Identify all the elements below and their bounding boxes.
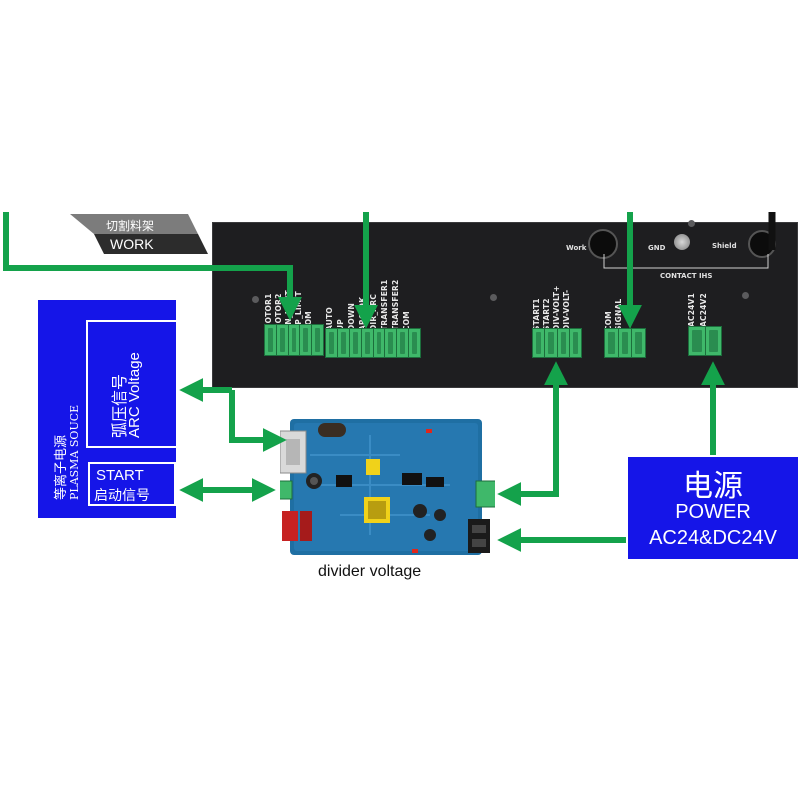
- start-signal-box: START 启动信号: [88, 462, 176, 506]
- pin-label: AC24V1: [687, 293, 696, 327]
- pin-label: DIR_ARC: [369, 293, 378, 331]
- pcb-graphic: [277, 419, 497, 555]
- pin-label: START2: [542, 298, 551, 331]
- terminal-block-motor: [264, 324, 324, 356]
- power-cn: 电源: [683, 470, 743, 503]
- panel-screw: [742, 292, 749, 299]
- contact-ihs-bracket: [603, 254, 769, 269]
- pin-label: TRANSFER1: [380, 279, 389, 331]
- arc-voltage-en: ARC Voltage: [126, 352, 143, 438]
- plasma-source-en: PLASMA SOUCE: [68, 404, 81, 500]
- terminal-block-control: [325, 328, 421, 358]
- pin-label: DIV-VOLT+: [552, 285, 561, 331]
- pin-label: DIV-VOLT-: [562, 289, 571, 331]
- pin-label: ARC_OK: [358, 296, 367, 331]
- work-tag-en: WORK: [110, 236, 154, 252]
- panel-screw: [252, 296, 259, 303]
- contact-ihs-label: CONTACT IHS: [660, 272, 713, 280]
- pin-label: AC24V2: [699, 293, 708, 327]
- pin-label: SIGNAL: [614, 298, 623, 331]
- shield-label: Shield: [712, 242, 737, 250]
- gnd-bolt: [674, 234, 690, 250]
- panel-screw: [490, 294, 497, 301]
- gnd-label: GND: [648, 244, 666, 252]
- work-connector-label: Work: [566, 244, 587, 252]
- pin-label: DOWN: [347, 303, 356, 331]
- panel-screw: [688, 220, 695, 227]
- work-connector: [588, 229, 618, 259]
- plasma-source-box: 等离子电源 PLASMA SOUCE 弧压信号 ARC Voltage STAR…: [38, 300, 178, 518]
- terminal-block-signal: [604, 328, 646, 358]
- terminal-block-power: [688, 326, 722, 356]
- work-tag-cn: 切割料架: [106, 219, 155, 233]
- power-en: POWER: [675, 501, 751, 523]
- power-spec: AC24&DC24V: [649, 527, 777, 549]
- start-signal-cn: 启动信号: [94, 487, 150, 503]
- start-signal-en: START: [96, 467, 144, 484]
- terminal-block-start: [532, 328, 582, 358]
- plasma-source-cn: 等离子电源: [54, 434, 69, 500]
- work-tag: 切割料架 WORK: [70, 212, 210, 256]
- divider-voltage-label: divider voltage: [318, 563, 422, 580]
- pin-label: TRANSFER2: [391, 279, 400, 331]
- divider-voltage-board: [277, 415, 497, 560]
- arc-voltage-box: 弧压信号 ARC Voltage: [86, 320, 178, 448]
- pin-label: START1: [532, 298, 541, 331]
- power-box: 电源 POWER AC24&DC24V: [628, 457, 798, 559]
- arc-voltage-arrow: [179, 378, 287, 452]
- divider-output-arrow: [497, 361, 568, 506]
- controller-panel: MOTOR1 MOTOR2 DN_LIMIT UP_LIMIT COM AUTO…: [212, 220, 798, 388]
